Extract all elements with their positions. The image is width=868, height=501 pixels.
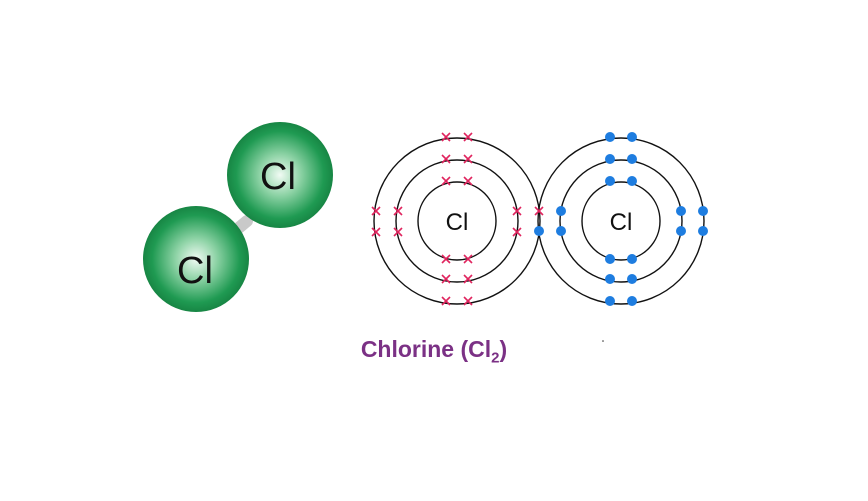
electron-cross xyxy=(441,296,451,306)
electron-cross xyxy=(463,274,473,284)
left-atom-shells xyxy=(373,137,541,305)
electron-cross xyxy=(463,154,473,164)
caption-suffix: ) xyxy=(499,336,508,362)
electron-dot xyxy=(627,254,637,264)
electron-dot xyxy=(556,226,566,236)
caption-subscript: 2 xyxy=(491,349,500,367)
electron-dot xyxy=(698,226,708,236)
electron-dot xyxy=(627,274,637,284)
left-shell-outer xyxy=(373,137,541,305)
left-atom-electrons-crosses xyxy=(371,132,544,306)
electron-dot xyxy=(534,226,544,236)
electron-cross xyxy=(371,227,381,237)
electron-dot xyxy=(627,296,637,306)
molecule-caption: Chlorine (Cl2) xyxy=(0,336,868,367)
electron-dot xyxy=(676,206,686,216)
electron-cross xyxy=(463,176,473,186)
electron-dot xyxy=(698,206,708,216)
electron-dot xyxy=(676,226,686,236)
right-shell-outer xyxy=(537,137,705,305)
electron-cross xyxy=(463,296,473,306)
electron-cross xyxy=(534,206,544,216)
electron-dot xyxy=(605,176,615,186)
electron-cross xyxy=(393,227,403,237)
ball-and-stick-model: Cl Cl xyxy=(143,122,333,312)
electron-dot xyxy=(605,274,615,284)
right-nucleus-label: Cl xyxy=(610,209,633,236)
right-atom-electrons-dots xyxy=(534,132,708,306)
electron-dot xyxy=(627,176,637,186)
electron-cross xyxy=(441,154,451,164)
electron-cross xyxy=(441,254,451,264)
chlorine-atom-ball-upper xyxy=(227,122,333,228)
right-shell-inner xyxy=(581,181,661,261)
chlorine-atom-ball-lower xyxy=(143,206,249,312)
electron-cross xyxy=(441,274,451,284)
electron-dot xyxy=(627,132,637,142)
stray-dot xyxy=(602,340,604,342)
left-shell-middle xyxy=(395,159,519,283)
atom-label-upper: Cl xyxy=(260,156,296,198)
caption-prefix: Chlorine (Cl xyxy=(360,336,492,362)
electron-dot xyxy=(605,296,615,306)
electron-cross xyxy=(463,132,473,142)
right-shell-middle xyxy=(559,159,683,283)
electron-shell-diagram: Cl Cl xyxy=(371,132,708,306)
electron-dot xyxy=(556,206,566,216)
electron-dot xyxy=(605,154,615,164)
electron-cross xyxy=(463,254,473,264)
left-nucleus-label: Cl xyxy=(446,209,469,236)
atom-label-lower: Cl xyxy=(177,250,213,292)
left-shell-inner xyxy=(417,181,497,261)
right-atom-shells xyxy=(537,137,705,305)
electron-cross xyxy=(441,176,451,186)
electron-cross xyxy=(371,206,381,216)
electron-cross xyxy=(441,132,451,142)
electron-dot xyxy=(627,154,637,164)
electron-dot xyxy=(605,132,615,142)
electron-cross xyxy=(393,206,403,216)
electron-cross xyxy=(512,227,522,237)
electron-dot xyxy=(605,254,615,264)
electron-cross xyxy=(512,206,522,216)
